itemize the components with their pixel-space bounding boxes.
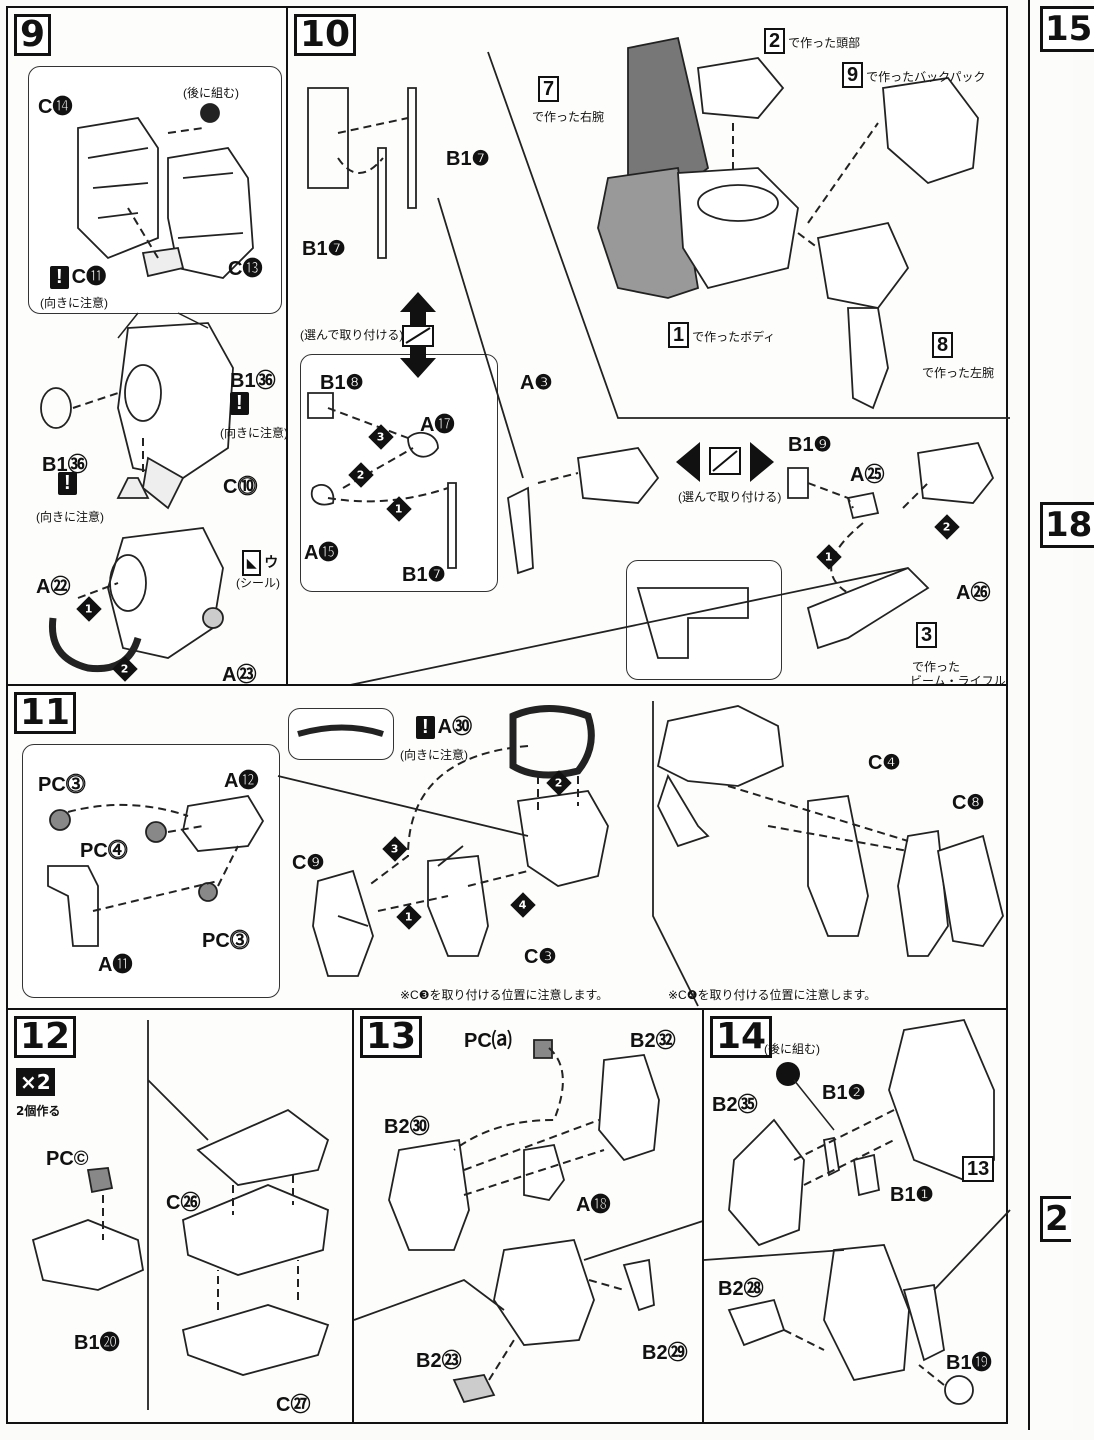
step-11-panel: 11 [6,684,1008,1010]
label-c27: C㉗ [276,1394,311,1416]
step-12-drawing [31,1020,330,1410]
label-a30: !A㉚ [416,710,472,739]
label-c14: C⓮ [38,96,73,118]
label-b11: B1❶ [890,1184,934,1206]
caution-icon: ! [58,472,77,495]
step-12-panel: 12 ×2 2個作る PC© B1⓴ C㉖ C㉗ [6,1008,354,1424]
label-sticker: ◣ウ [242,550,278,576]
label-a17: A⓱ [420,414,455,436]
ref-3-text-a: で作った [912,660,961,674]
step-15-number: 15 [1040,6,1094,52]
times-badge: ×2 [16,1068,55,1096]
ref-3: 3 [916,622,940,648]
label-c8: C❽ [952,792,985,814]
step-21-number: 2 [1040,1196,1071,1242]
label-choose-1: (選んで取り付ける) [300,328,404,342]
sticker-icon: ◣ [242,550,262,576]
caution-icon: ! [230,392,249,415]
label-pcc: PC© [46,1148,89,1170]
label-caution-3: ! [58,472,80,495]
label-b12: B1❷ [822,1082,866,1104]
step-18-number: 18 [1040,502,1094,548]
step-number: 12 [14,1016,77,1058]
label-b136-b: B1㊱ [42,454,88,476]
label-c4: C❹ [868,752,901,774]
label-a18: A⓲ [576,1194,611,1216]
label-c11: !C⓫ [50,260,106,289]
label-c3: C❸ [524,946,557,968]
label-caution-2-text: (向きに注意) [220,426,288,440]
label-choose-2: (選んで取り付ける) [678,490,782,504]
label-a12: A⓬ [224,770,259,792]
step-9-panel: 9 [6,6,288,686]
label-a26: A㉖ [956,582,991,604]
ref-13: 13 [962,1156,997,1182]
label-b232: B2㉜ [630,1030,676,1052]
label-b120: B1⓴ [74,1332,120,1354]
label-fold-back: (後に組む) [764,1042,820,1056]
label-b230: B2㉚ [384,1116,430,1138]
label-caution-1: (向きに注意) [40,296,108,310]
label-b228: B2㉘ [718,1278,764,1300]
label-b235: B2㉟ [712,1094,758,1116]
label-a25: A㉕ [850,464,885,486]
label-a15: A⓯ [304,542,339,564]
step-13-drawing [353,1039,707,1404]
step-number: 13 [360,1016,423,1058]
label-c9: C❾ [292,852,325,874]
step-number: 9 [14,14,52,56]
label-pco: PC⓸ [80,840,128,862]
label-b223: B2㉓ [416,1350,462,1372]
step-number: 11 [14,692,77,734]
step-14-drawing [703,1018,1011,1405]
label-a11: A⓫ [98,954,133,976]
ref-8: 8 [932,332,956,358]
label-b17-b: B1❼ [302,238,346,260]
label-sticker-note: (シール) [236,576,280,590]
caution-icon: ! [416,716,435,739]
step-9-drawing [40,103,254,673]
label-a3: A❸ [520,372,553,394]
label-pcn-2: PC⓷ [202,930,250,952]
label-pca: PC⒜ [464,1030,512,1052]
label-caution: (向きに注意) [400,748,468,762]
note-c4: ※C❹を取り付ける位置に注意します。 [668,988,877,1002]
step-number: 10 [294,14,357,56]
ref-7: 7 [538,76,562,102]
step-number: 14 [710,1016,773,1058]
label-caution-3-text: (向きに注意) [36,510,104,524]
label-b19: B1❾ [788,434,832,456]
step-10-drawing [287,36,1010,699]
note-c3: ※C❸を取り付ける位置に注意します。 [400,988,609,1002]
instruction-page: 9 [6,0,1094,1430]
label-b136-a: B1㊱ [230,370,276,392]
label-c13: C⓭ [228,258,263,280]
label-b17-a: B1❼ [446,148,490,170]
label-a22: A㉒ [36,576,71,598]
next-page-strip: 15 18 2 [1028,0,1094,1430]
ref-7-text: で作った右腕 [532,110,605,124]
label-fold-back: (後に組む) [183,86,239,100]
caution-icon: ! [50,266,69,289]
step-10-panel: 10 [286,6,1010,699]
step-14-panel: 14 (後に組む) B2㉟ B1❷ [702,1008,1011,1424]
label-caution-2: ! [230,392,252,415]
label-b119: B1⓳ [946,1352,992,1374]
label-b17-c: B1❼ [402,564,446,586]
label-c10: C⓾ [223,476,258,498]
label-pcn-1: PC⓷ [38,774,86,796]
label-a23: A㉓ [222,664,257,686]
label-b18: B1❽ [320,372,364,394]
step-13-panel: 13 PC⒜ B2㉜ B2㉚ A⓲ B2㉓ [352,1008,707,1424]
makes-label: 2個作る [16,1104,61,1118]
label-c26: C㉖ [166,1192,201,1214]
ref-8-text: で作った左腕 [922,366,995,380]
step-11-drawing [47,701,1004,1007]
label-b229: B2㉙ [642,1342,688,1364]
